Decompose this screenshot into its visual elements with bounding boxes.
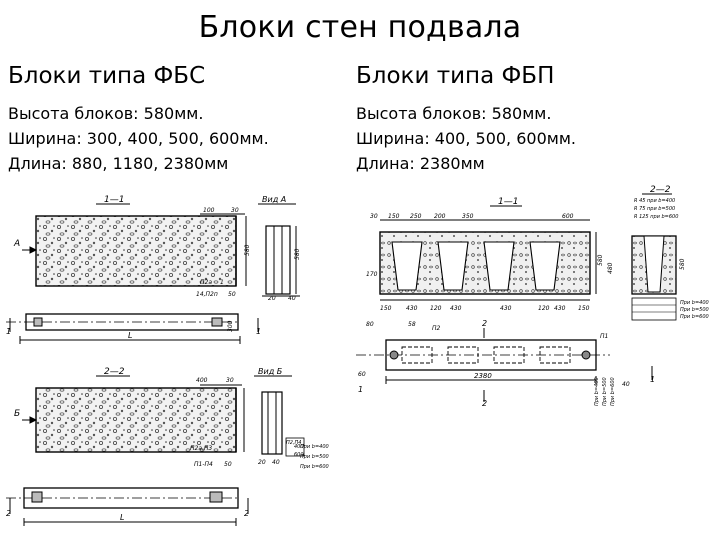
fbp-plan-80: 80: [366, 321, 374, 328]
fbs-view-a-block: [265, 225, 291, 295]
fbs-width: Ширина: 300, 400, 500, 600мм.: [8, 129, 269, 148]
fbp-length: Длина: 2380мм: [356, 154, 485, 173]
fbs-view-a-label: Вид А: [262, 195, 286, 204]
fbp-height: Высота блоков: 580мм.: [356, 104, 552, 123]
fbs-note-400: При b=400: [300, 444, 329, 450]
fbs-description: Блоки типа ФБС Высота блоков: 580мм. Шир…: [8, 63, 348, 176]
fbp-width: Ширина: 400, 500, 600мм.: [356, 129, 576, 148]
fbs-view-a-40: 40: [288, 295, 296, 302]
fbp-plan-40: 40: [622, 381, 630, 388]
fbs-plan1-L: L: [128, 331, 132, 340]
page-title: Блоки стен подвала: [198, 10, 522, 45]
fbp-top-600: 600: [562, 213, 574, 220]
fbp-plan-two: 2: [482, 319, 487, 328]
fbp-plan-one-b: 1: [650, 375, 655, 384]
fbs-view-b-label: Вид Б: [258, 367, 283, 376]
fbs-view-b-20: 20: [258, 459, 266, 466]
fbp-sec1-label: 1—1: [498, 197, 518, 207]
fbp-r45: R 45 при b=400: [634, 198, 675, 204]
fbs-section2-block: [35, 387, 237, 453]
fbp-description: Блоки типа ФБП Высота блоков: 580мм. Шир…: [356, 63, 716, 176]
fbs-label-1: 1: [220, 279, 224, 286]
fbs-arrow-b: Б: [14, 409, 20, 419]
fbs-sec1-label: 1—1: [104, 195, 124, 205]
fbp-r75b: R 125 при b=600: [634, 214, 678, 220]
fbs-label-14p2a: 14,П2п: [196, 291, 218, 298]
fbs-plan1-300: 300: [227, 320, 234, 332]
fbp-bot-430a: 430: [406, 305, 418, 312]
fbs-note-600: При b=600: [300, 464, 329, 470]
fbs-view-b-lbl: П2,П4: [286, 440, 301, 446]
fbp-plan-60: 60: [358, 371, 366, 378]
fbp-s2-note2: При b=500: [680, 307, 709, 313]
fbp-bot-430c: 430: [500, 305, 512, 312]
fbs-view-b-400: 400: [294, 444, 304, 450]
fbs-view-b-40: 40: [272, 459, 280, 466]
fbs-heading: Блоки типа ФБС: [8, 63, 206, 89]
fbs-mark-1: 1: [6, 327, 11, 336]
fbp-side-170: 170: [366, 271, 378, 278]
fbp-r75a: R 75 при b=500: [634, 206, 675, 212]
fbp-plan-p1: П1: [600, 333, 608, 340]
fbp-nb1: При b=400: [594, 377, 600, 406]
fbs-s2-50: 50: [224, 461, 232, 468]
fbp-side-480: 480: [607, 262, 614, 274]
fbp-top-250: 250: [410, 213, 422, 220]
fbp-plan-one: 1: [358, 385, 363, 394]
fbp-heading: Блоки типа ФБП: [356, 63, 555, 89]
fbs-view-a-580: 580: [294, 248, 301, 260]
fbp-plan-58: 58: [408, 321, 416, 328]
fbp-bot-150b: 150: [578, 305, 590, 312]
fbs-section1-block: [35, 215, 237, 287]
fbs-view-a-20: 20: [268, 295, 276, 302]
fbp-bot-430b: 430: [450, 305, 462, 312]
fbs-s2-30: 30: [226, 377, 234, 384]
fbs-label-p1p4: П1-П4: [194, 461, 213, 468]
fbp-top-30: 30: [370, 213, 378, 220]
fbs-label-p2ap3: П2а,П3: [190, 445, 212, 452]
fbs-dim-580: 580: [244, 244, 251, 256]
fbp-plan-2380: 2380: [474, 372, 492, 380]
fbp-side-580: 580: [597, 254, 604, 266]
fbs-mark-1b: 1: [256, 327, 261, 336]
fbp-drawing: 1—1 30 150 250 200 350 600 580 480 170 1…: [356, 185, 709, 408]
fbp-top-200: 200: [434, 213, 446, 220]
fbp-bot-430d: 430: [554, 305, 566, 312]
fbs-view-b-block: [261, 391, 283, 455]
fbp-bot-120a: 120: [430, 305, 442, 312]
fbp-top-350: 350: [462, 213, 474, 220]
fbs-plan2-L: L: [120, 513, 124, 522]
fbs-view-b-600: 600: [294, 452, 304, 458]
fbp-nb2: При b=500: [602, 377, 608, 406]
fbs-height: Высота блоков: 580мм.: [8, 104, 204, 123]
fbs-note-500: При b=500: [300, 454, 329, 460]
fbp-top-150: 150: [388, 213, 400, 220]
fbs-sec2-label: 2—2: [104, 367, 125, 377]
fbs-dim-50a: 50: [228, 291, 236, 298]
fbp-s2-note1: При b=400: [680, 300, 709, 306]
fbs-mark-2b: 2: [244, 509, 249, 518]
fbs-arrow-a: А: [13, 239, 20, 249]
fbs-drawing: 1—1 100 30 580 А П2а 1 14,П2п 50 Вид А 5…: [6, 195, 329, 526]
fbs-dim-100: 100: [203, 207, 215, 214]
fbp-sec2-label: 2—2: [650, 185, 671, 195]
fbp-bot-120b: 120: [538, 305, 550, 312]
fbp-plan-two-b: 2: [482, 399, 487, 408]
fbp-s2-note3: При b=600: [680, 314, 709, 320]
fbs-label-p2a: П2а: [200, 279, 212, 286]
fbs-mark-2: 2: [6, 509, 11, 518]
fbp-plan-p2: П2: [432, 325, 441, 332]
fbp-nb3: При b=600: [610, 377, 616, 406]
fbp-s2-580: 580: [679, 258, 686, 270]
fbs-length: Длина: 880, 1180, 2380мм: [8, 154, 229, 173]
fbp-bot-150: 150: [380, 305, 392, 312]
fbs-dim-30: 30: [231, 207, 239, 214]
fbs-s2-400: 400: [196, 377, 208, 384]
